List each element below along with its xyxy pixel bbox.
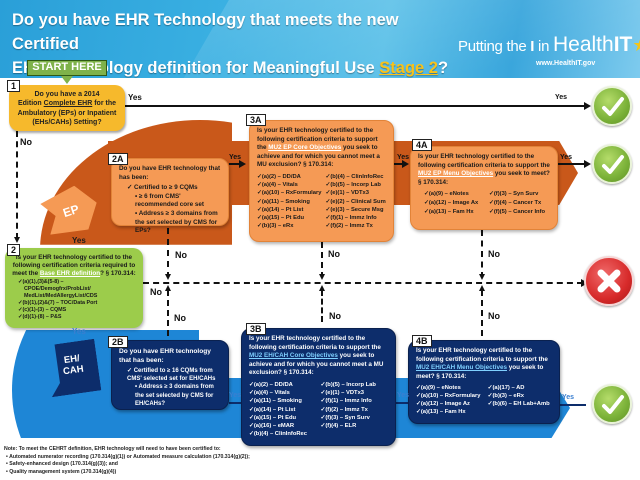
yes-label: Yes <box>555 94 568 101</box>
start-here-label: START HERE <box>27 60 107 76</box>
step-number-4b: 4B <box>412 335 432 347</box>
check-icon <box>592 86 632 126</box>
no-path-connector <box>143 282 583 284</box>
no-label: No <box>328 249 340 259</box>
yes-label: Yes <box>560 154 573 161</box>
yes-connector <box>558 163 586 165</box>
star-icon: ★ <box>632 35 640 55</box>
x-icon <box>584 256 634 306</box>
yes-connector <box>229 163 241 165</box>
arrow-down-icon <box>479 274 485 280</box>
yes-label: Yes <box>229 154 242 161</box>
arrow-right-icon <box>584 160 591 168</box>
arrow-up-icon <box>165 285 171 291</box>
no-label: No <box>174 313 186 323</box>
step-number-4a: 4A <box>412 139 432 151</box>
yes-label: Yes <box>229 392 242 399</box>
healthit-logo: Putting the I in HealthIT★ <box>458 33 640 57</box>
start-arrow-icon <box>61 76 73 84</box>
no-connector <box>16 131 18 239</box>
yes-connector <box>396 402 408 404</box>
no-label: No <box>20 137 32 147</box>
mu2-eh-cah-menu-objectives-link[interactable]: MU2 EH/CAH Menu Objectives <box>416 364 507 372</box>
no-label: No <box>488 249 500 259</box>
arrow-up-icon <box>479 285 485 291</box>
page-title: Do you have EHR Technology that meets th… <box>12 11 449 77</box>
yes-label: Yes <box>397 392 410 399</box>
yes-label: Yes <box>128 93 142 102</box>
step-4b-box: Is your EHR technology certified to the … <box>408 340 560 424</box>
step-2-box: Is your EHR technology certified to the … <box>5 248 143 328</box>
yes-label: Yes <box>562 394 575 401</box>
step-2a-box: Do you have EHR technology that has been… <box>111 158 229 234</box>
step-3b-box: Is your EHR technology certified to the … <box>241 328 396 446</box>
footnote: Note: To meet the CEHRT definition, EHR … <box>4 446 250 475</box>
no-label: No <box>150 287 162 297</box>
arrow-down-icon <box>14 237 20 243</box>
yes-connector <box>229 402 241 404</box>
no-connector <box>321 242 323 278</box>
step-number-3b: 3B <box>246 323 266 335</box>
arrow-up-icon <box>319 285 325 291</box>
no-connector <box>167 290 169 336</box>
yes-connector <box>394 163 404 165</box>
arrow-right-icon <box>584 102 591 110</box>
arrow-right-icon <box>402 160 409 168</box>
stage-2-link[interactable]: Stage 2 <box>379 59 438 77</box>
yes-label: Yes <box>72 327 86 336</box>
check-icon <box>592 384 632 424</box>
step-number-1: 1 <box>7 80 21 92</box>
step-number-3a: 3A <box>246 114 266 126</box>
step-1-box: Do you have a 2014 Edition Complete EHR … <box>9 85 125 131</box>
yes-connector <box>560 404 586 406</box>
step-number-2: 2 <box>7 244 21 256</box>
base-ehr-definition-link[interactable]: Base EHR definition <box>39 270 101 277</box>
no-label: No <box>175 250 187 260</box>
no-connector <box>481 290 483 336</box>
arrow-down-icon <box>319 274 325 280</box>
step-number-2b: 2B <box>108 336 128 348</box>
check-icon <box>592 144 632 184</box>
step-4a-box: Is your EHR technology certified to the … <box>410 146 558 230</box>
yes-connector <box>125 105 587 107</box>
no-connector <box>167 228 169 278</box>
complete-ehr-link[interactable]: Complete EHR <box>43 100 93 108</box>
no-label: No <box>488 311 500 321</box>
arrow-right-icon <box>239 160 246 168</box>
no-connector <box>481 230 483 278</box>
no-label: No <box>329 311 341 321</box>
healthit-url[interactable]: www.HealthIT.gov <box>536 60 596 67</box>
step-number-2a: 2A <box>108 153 128 165</box>
step-3a-box: Is your EHR technology certified to the … <box>249 120 394 242</box>
arrow-down-icon <box>165 274 171 280</box>
yes-label: Yes <box>397 154 410 161</box>
mu2-ep-core-objectives-link[interactable]: MU2 EP Core Objectives <box>268 144 342 152</box>
mu2-ep-menu-objectives-link[interactable]: MU2 EP Menu Objectives <box>418 170 494 178</box>
step-2b-box: Do you have EHR technology that has been… <box>111 340 229 410</box>
no-connector <box>321 290 323 322</box>
yes-label: Yes <box>72 236 86 245</box>
mu2-eh-cah-core-objectives-link[interactable]: MU2 EH/CAH Core Objectives <box>249 352 338 360</box>
